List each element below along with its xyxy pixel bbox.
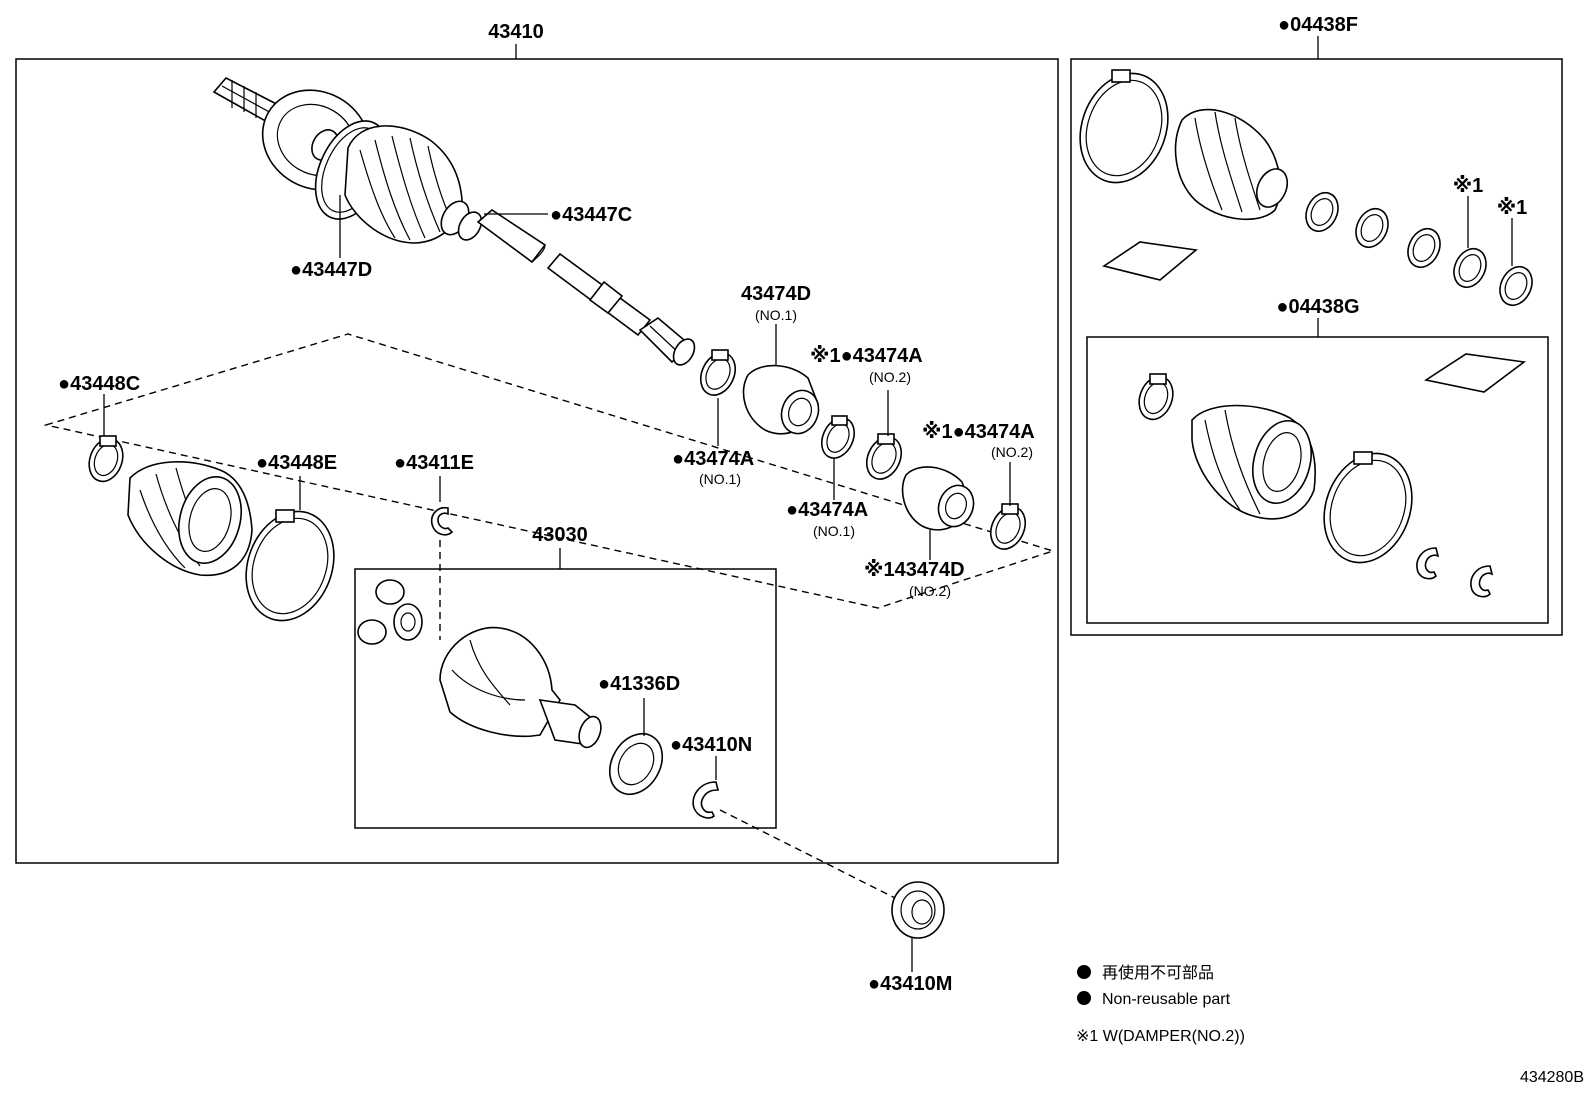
label-43474A-no1-lower: ●43474A <box>786 499 868 521</box>
legend-jp: 再使用不可部品 <box>1102 964 1214 982</box>
label-43474A-no2-sub: (NO.2) <box>869 369 911 385</box>
legend-en: Non-reusable part <box>1102 991 1231 1008</box>
inboard-boot <box>127 461 253 577</box>
tripod-joint <box>357 579 423 645</box>
label-43410: 43410 <box>488 21 544 43</box>
legend-bullet-jp <box>1077 965 1091 979</box>
label-43447D: ●43447D <box>290 259 372 281</box>
drive-shaft <box>212 76 696 366</box>
inboard-housing <box>439 626 602 749</box>
label-43474D-no1: 43474D <box>741 283 811 305</box>
label-43474A-no1-sub: (NO.1) <box>699 471 741 487</box>
damper-43474D-no1 <box>742 364 820 435</box>
clamp-43474A-no1 <box>699 349 737 396</box>
legend-note: ※1 W(DAMPER(NO.2)) <box>1076 1028 1245 1045</box>
label-43474D-no2-sub: (NO.2) <box>909 583 951 599</box>
inboard-joint-box <box>354 568 777 829</box>
label-04438F: ●04438F <box>1278 14 1358 36</box>
label-43474A-no2-right-sub: (NO.2) <box>991 444 1033 460</box>
label-43410M: ●43410M <box>868 973 952 995</box>
label-41336D: ●41336D <box>598 673 680 695</box>
label-43474D-no2: ※143474D <box>864 559 965 581</box>
clamp-43474A-no2-right <box>989 503 1027 550</box>
label-43448E: ●43448E <box>256 452 337 474</box>
label-43448C: ●43448C <box>58 373 140 395</box>
label-43474A-no2-right: ※1●43474A <box>922 421 1035 443</box>
label-43411E: ●43411E <box>394 452 474 474</box>
damper-43474D-no2 <box>901 466 975 531</box>
inboard-boot-region <box>43 333 1056 609</box>
snap-ring-43411E <box>430 506 454 536</box>
clamp-43474A-no2 <box>865 433 903 480</box>
snap-ring-43410N <box>692 781 720 819</box>
kit-g-parts <box>1138 353 1527 598</box>
clamp-43448E <box>245 509 335 622</box>
kit-f-parts <box>1079 69 1533 307</box>
clamp-43448C <box>88 435 124 483</box>
label-note-1b: ※1 <box>1497 197 1528 219</box>
label-43474A-no1-lower-sub: (NO.1) <box>813 523 855 539</box>
label-43030: 43030 <box>532 524 588 546</box>
document-number: 434280B <box>1520 1069 1584 1086</box>
clamp-43474A-no1-lower <box>820 415 856 459</box>
label-04438G: ●04438G <box>1276 296 1359 318</box>
seal-41336D <box>608 733 664 795</box>
label-43474A-no2: ※1●43474A <box>810 345 923 367</box>
label-43447C: ●43447C <box>550 204 632 226</box>
label-43474D-no1-sub: (NO.1) <box>755 307 797 323</box>
label-43410N: ●43410N <box>670 734 752 756</box>
legend-bullet-en <box>1077 991 1091 1005</box>
boot-kit-04438F-box <box>1070 58 1563 636</box>
label-43474A-no1: ●43474A <box>672 448 754 470</box>
main-assembly-box <box>15 58 1059 864</box>
label-note-1a: ※1 <box>1453 175 1484 197</box>
bearing-43410M <box>891 881 945 939</box>
